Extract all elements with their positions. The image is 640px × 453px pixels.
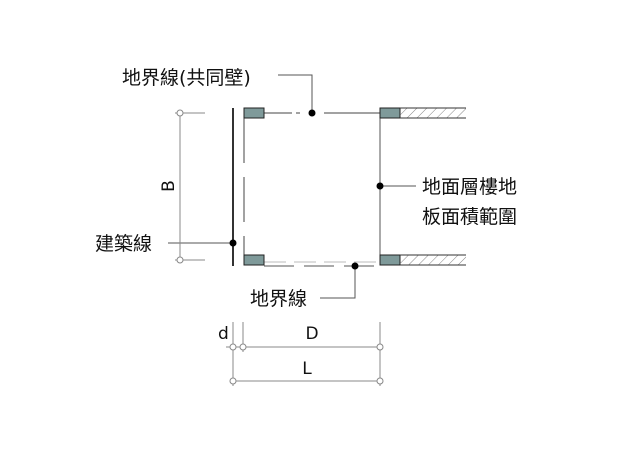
leader-party-wall — [278, 74, 313, 113]
dim-D-label: D — [305, 324, 318, 344]
label-ground-floor-area-2: 板面積範圍 — [422, 206, 517, 228]
dot-building-line — [229, 239, 237, 247]
wall-block-top-left — [243, 107, 265, 119]
dim-B-label: B — [159, 180, 179, 192]
leader-boundary — [320, 266, 356, 299]
label-building-line: 建築線 — [95, 233, 152, 255]
label-boundary-line: 地界線 — [250, 288, 307, 310]
dimension-B — [175, 109, 205, 264]
dim-d-label: d — [218, 324, 229, 344]
dot-party-wall — [308, 109, 316, 117]
dimension-d-D-L — [226, 322, 384, 386]
wall-block-top-right — [379, 107, 401, 119]
label-ground-floor-area-1: 地面層樓地 — [422, 176, 517, 198]
hatched-wall-bottom — [400, 255, 466, 265]
label-party-wall-boundary: 地界線(共同壁) — [122, 67, 251, 89]
dot-ground-floor — [376, 182, 384, 190]
dim-L-label: L — [302, 359, 312, 379]
wall-block-bottom-left — [243, 254, 265, 266]
dot-boundary — [351, 262, 359, 270]
hatched-wall-top — [400, 108, 466, 118]
wall-block-bottom-right — [379, 254, 401, 266]
